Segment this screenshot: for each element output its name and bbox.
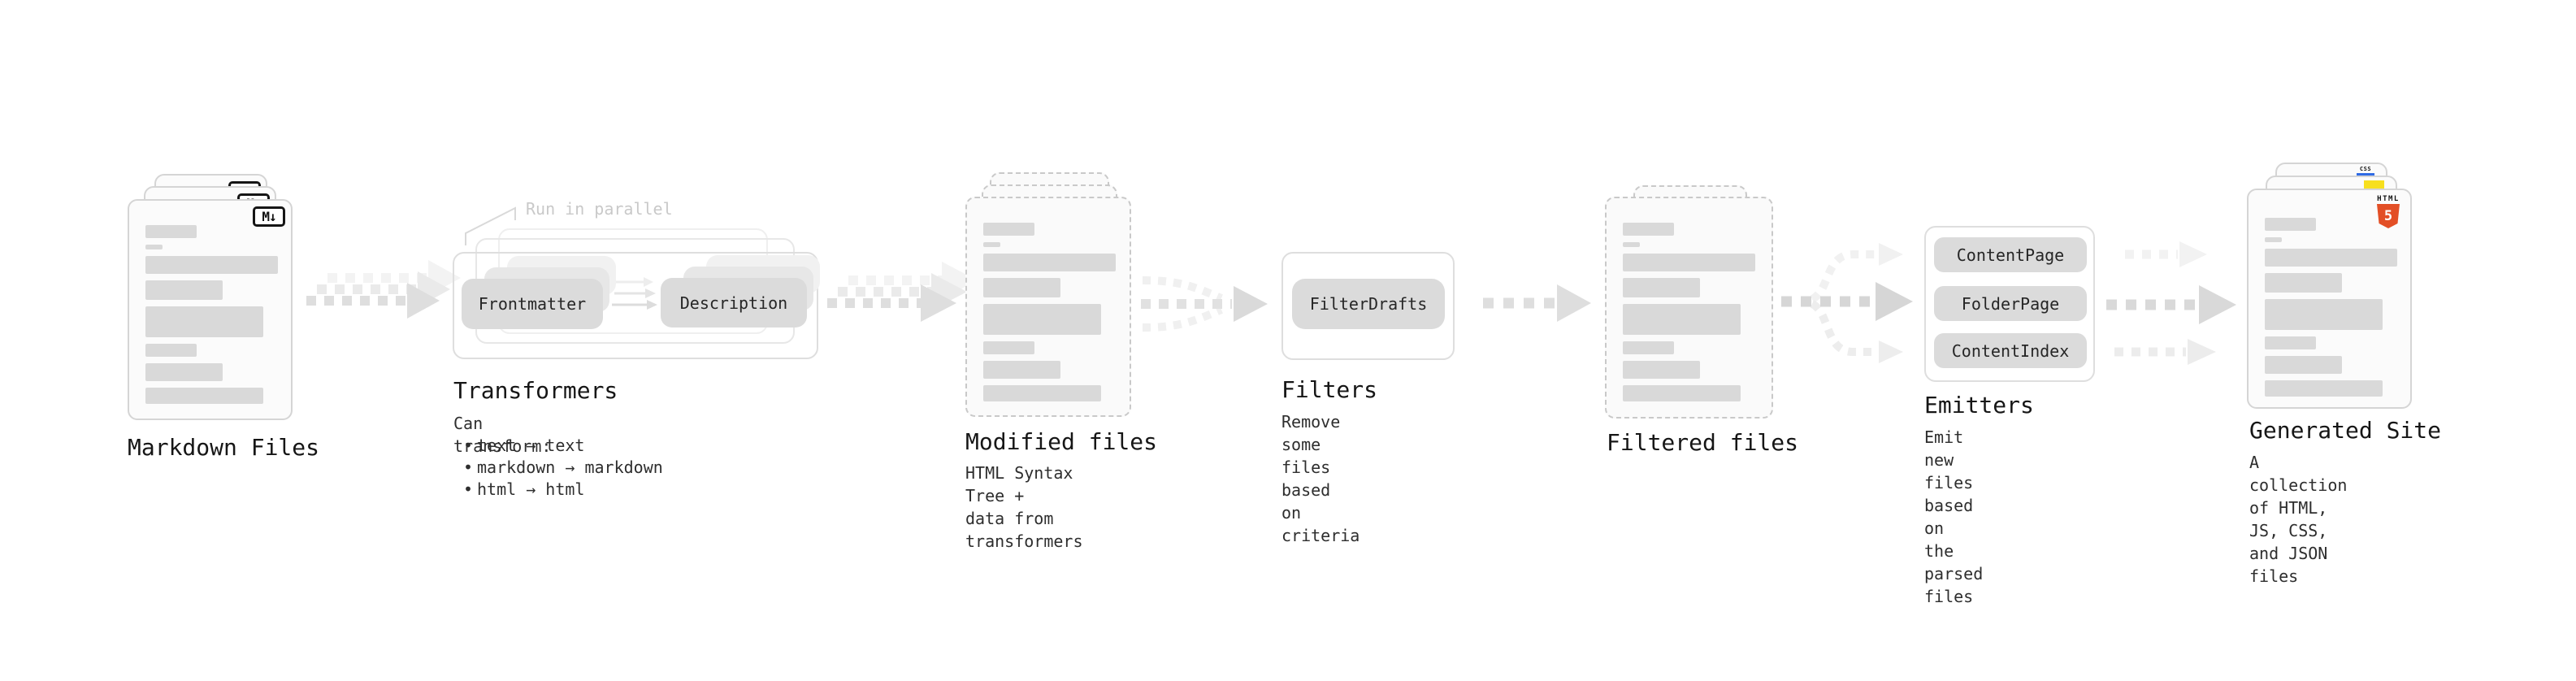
bullet-marker: • [462,479,474,499]
skeleton-line [983,278,1060,297]
stage-label-filters: Filters [1281,376,1378,403]
filters-desc: Remove some files based on criteria [1281,412,1360,545]
skeleton-line [1623,242,1640,247]
skeleton-line [983,361,1060,379]
css-icon-bar [2357,173,2374,176]
skeleton-line [1623,361,1700,379]
skeleton-line [983,242,1000,247]
skeleton-line [983,304,1101,335]
skeleton-line [983,254,1116,271]
arrow-markdown-to-transformers [306,260,461,319]
stage-label-markdown-files: Markdown Files [128,434,320,461]
skeleton-line [983,385,1101,401]
skeleton-line [2265,299,2383,330]
modified-files-desc: HTML Syntax Tree + data from transformer… [965,463,1083,551]
filters-box [1281,252,1455,360]
content-page-pill: ContentPage [1934,237,2087,272]
markdown-file-card-front: M↓ [128,199,293,420]
folder-page-pill: FolderPage [1934,286,2087,321]
skeleton-line [2265,356,2342,374]
filtered-file-card-front [1605,197,1773,419]
skeleton-line [1623,223,1674,236]
transformers-bullet-list: •text → text •markdown → markdown •html … [459,435,663,501]
stage-label-modified-files: Modified files [965,428,1158,455]
stage-label-emitters: Emitters [1924,392,2034,419]
run-in-parallel-note: Run in parallel [526,199,673,219]
description-pill: Description [661,278,807,327]
file-content-skeleton [983,223,1118,409]
file-content-skeleton [145,225,280,412]
skeleton-line [2265,336,2316,349]
transformer-layer-front [453,252,818,359]
skeleton-line [1623,341,1674,354]
arrow-filtered-to-emitters [1781,243,1913,363]
skeleton-line [145,363,223,381]
skeleton-line [2265,218,2316,231]
skeleton-line [2265,249,2397,267]
skeleton-line [145,245,163,249]
html5-icon-shield: 5 [2377,204,2400,228]
skeleton-line [145,388,263,404]
skeleton-line [2265,380,2383,397]
skeleton-line [145,256,278,274]
arrow-transformers-to-modified [827,262,978,322]
skeleton-line [983,341,1034,354]
stage-label-transformers: Transformers [453,377,618,404]
css-icon-label: CSS [2359,166,2372,172]
skeleton-line [145,344,197,357]
arrow-modified-to-filters [1141,276,1268,332]
skeleton-line [145,306,263,337]
css-file-icon: CSS [2357,167,2374,176]
bullet-marker: • [462,436,474,455]
skeleton-line [1623,304,1741,335]
skeleton-line [1623,385,1741,401]
arrow-emitters-to-generated [2106,241,2236,365]
filter-drafts-pill: FilterDrafts [1292,279,1445,329]
skeleton-line [2265,237,2282,242]
emitters-box [1924,226,2095,382]
emitters-desc: Emit new files based on the parsed files [1924,427,1984,606]
bullet-text: text → text [477,436,585,455]
content-index-pill: ContentIndex [1934,333,2087,368]
skeleton-line [1623,254,1755,271]
bullet-marker: • [462,458,474,477]
skeleton-line [145,280,223,300]
bullet-item: •html → html [459,479,663,501]
markdown-icon: M↓ [253,206,285,227]
skeleton-line [2265,273,2342,293]
file-content-skeleton [2265,218,2399,401]
arrow-filters-to-filtered [1483,284,1591,322]
html5-icon-label: HTML [2377,195,2400,203]
skeleton-line [145,225,197,238]
html5-icon: HTML 5 [2374,195,2403,228]
html5-icon-number: 5 [2383,208,2393,224]
stage-label-generated-site: Generated Site [2249,417,2442,444]
stage-label-filtered-files: Filtered files [1607,429,1799,456]
bullet-item: •markdown → markdown [459,457,663,479]
generated-file-card-html: HTML 5 [2247,189,2412,409]
frontmatter-pill: Frontmatter [462,279,603,329]
bullet-text: html → html [477,479,585,499]
generated-site-desc: A collection of HTML, JS, CSS, and JSON … [2249,453,2348,586]
bullet-text: markdown → markdown [477,458,663,477]
modified-file-card-front [965,197,1131,417]
transformers-desc-title: Can transform: [453,414,552,456]
file-content-skeleton [1623,223,1760,410]
bullet-item: •text → text [459,435,663,457]
skeleton-line [983,223,1034,236]
skeleton-line [1623,278,1700,297]
